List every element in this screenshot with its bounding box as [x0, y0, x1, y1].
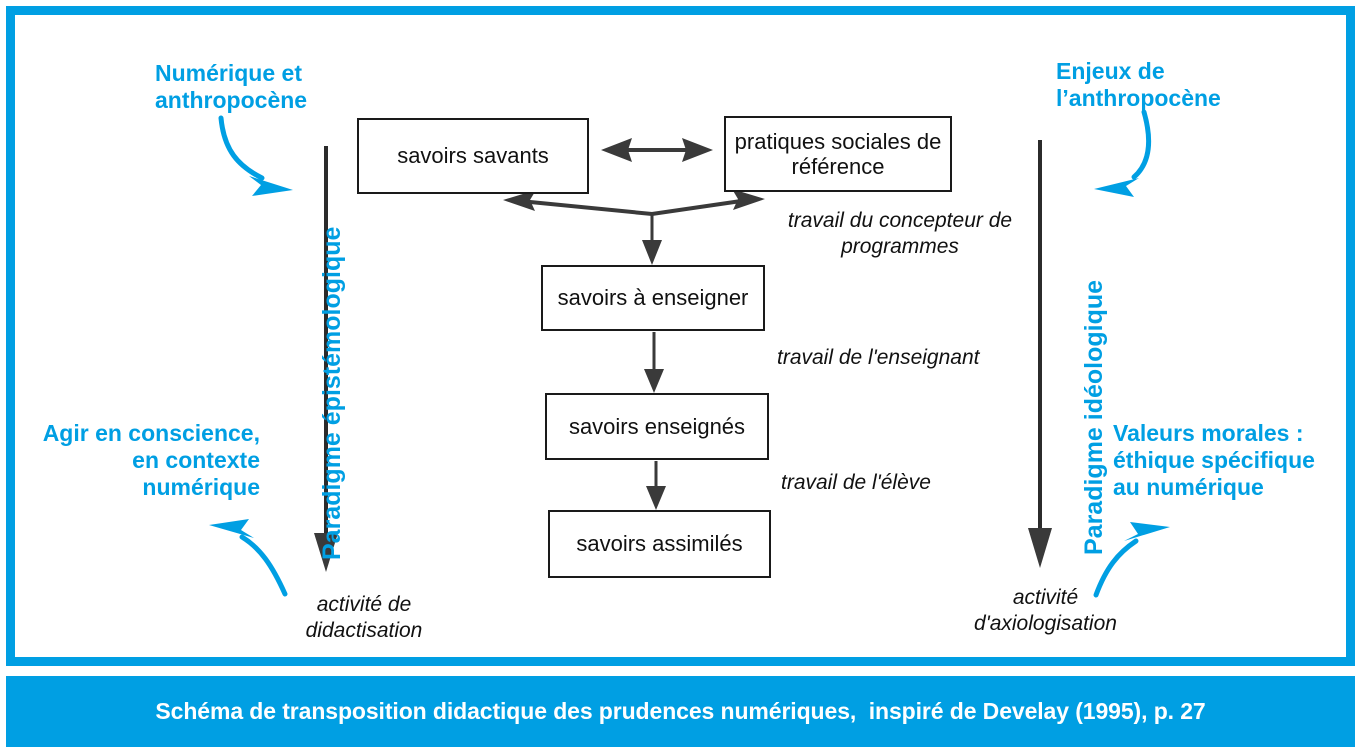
box-savoirs-assimiles-label: savoirs assimilés: [576, 531, 743, 557]
box-pratiques-sociales-label: pratiques sociales de référence: [734, 128, 942, 179]
caption-bar: Schéma de transposition didactique des p…: [6, 676, 1355, 747]
annotation-agir-en-conscience: Agir en conscience, en contexte numériqu…: [42, 420, 260, 501]
caption-text: Schéma de transposition didactique des p…: [155, 698, 1206, 724]
box-savoirs-a-enseigner[interactable]: savoirs à enseigner: [541, 265, 765, 331]
label-travail-eleve: travail de l'élève: [781, 471, 931, 494]
annotation-numerique-anthropocene: Numérique et anthropocène: [155, 60, 308, 114]
label-activite-axiologisation: activité d'axiologisation: [974, 586, 1117, 635]
axis-label-paradigme-epistemologique: Paradigme épistémologique: [318, 226, 346, 560]
annotation-valeurs-morales: Valeurs morales : éthique spécifique au …: [1113, 420, 1315, 501]
annotation-enjeux-anthropocene: Enjeux de l’anthropocène: [1056, 58, 1221, 112]
box-savoirs-enseignes[interactable]: savoirs enseignés: [545, 393, 769, 460]
label-travail-concepteur: travail du concepteur de programmes: [787, 209, 1013, 258]
box-savoirs-enseignes-label: savoirs enseignés: [568, 413, 746, 439]
box-savoirs-savants-label: savoirs savants: [397, 143, 549, 169]
axis-label-paradigme-ideologique: Paradigme idéologique: [1080, 279, 1108, 555]
label-activite-didactisation: activité de didactisation: [305, 593, 423, 642]
box-savoirs-assimiles[interactable]: savoirs assimilés: [548, 510, 771, 578]
label-travail-enseignant: travail de l'enseignant: [777, 346, 980, 369]
box-savoirs-savants[interactable]: savoirs savants: [357, 118, 589, 194]
box-savoirs-a-enseigner-label: savoirs à enseigner: [557, 285, 749, 311]
box-pratiques-sociales[interactable]: pratiques sociales de référence: [724, 116, 952, 192]
